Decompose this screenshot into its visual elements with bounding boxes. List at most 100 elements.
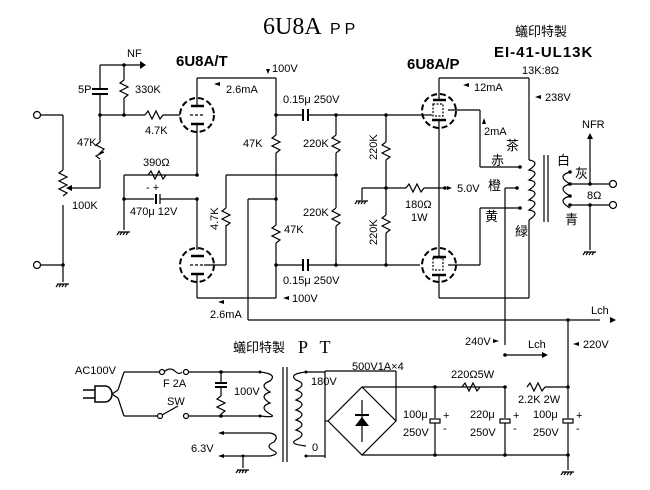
pt-maker: 蟻印特製 [233,340,285,356]
v-cathode: 5.0V [457,183,480,195]
ground-icon [116,231,130,236]
r180-value: 180Ω [405,199,432,211]
r390-value: 390Ω [143,157,170,169]
ground-icon [55,283,69,288]
opt-ratio: 13K:8Ω [522,65,559,77]
current-top: 2.6mA [226,84,258,96]
ac-plug-icon [83,385,113,403]
c2-value: 220μ [470,409,495,421]
coupling-bottom-value: 0.15μ 250V [283,275,340,287]
switch-label: SW [167,396,185,408]
power-supply: 蟻印特製 P T AC100V F 2A SW 100V [75,318,609,476]
lch-supply-label: Lch [528,339,546,351]
ac-input-label: AC100V [75,365,117,377]
c470-polarity: - + [146,182,159,194]
c3-minus: - [576,423,580,435]
pentode-top [421,93,457,129]
opt-model: EI-41-UL13K [494,44,593,61]
pt-secondary-coil [293,371,307,447]
r330k-value: 330K [135,84,161,96]
r180-watt: 1W [411,212,428,224]
current-screen: 2mA [484,126,507,138]
driver-section: 2.6mA 100V 390Ω - + 470μ 12V 4.7K [116,63,600,321]
r1-value: 220Ω5W [451,369,495,381]
c3-plus: + [576,410,582,422]
label-triode-tube: 6U8A/T [176,53,228,70]
r47k-value: 47K [77,137,97,149]
resistor-4k7 [144,109,164,121]
ground-icon [582,251,596,256]
pt-secondary-zero: 0 [312,442,318,454]
speaker-terminal-hot [608,179,618,189]
r220k-1-value: 220K [303,138,329,150]
speaker-terminal-cold [608,200,618,210]
opt-maker: 蟻印特製 [515,24,567,40]
r4k7-value: 4.7K [145,125,168,137]
wire-red: 赤 [491,154,504,169]
v-plate: 238V [545,92,571,104]
resistor-220k-4 [380,214,392,234]
r47k-top-value: 47K [243,138,263,150]
label-pentode-tube: 6U8A/P [407,56,460,73]
r220k-3-value: 220K [368,134,380,160]
volume-pot [57,169,69,197]
c1-value: 100μ [403,409,428,421]
c2-voltage: 250V [470,427,496,439]
nfr-label: NFR [582,119,605,131]
output-section: 220K 220K 220K 220K 180Ω 1W 5.0V [303,77,618,345]
heater-label: 6.3V [191,443,214,455]
resistor-330k [118,79,130,99]
resistor-47k-input [94,141,106,160]
pt-label: P T [298,337,335,357]
r47k-bottom-value: 47K [284,224,304,236]
resistor-47k-bottom [270,224,282,244]
fuse-label: F 2A [163,378,187,390]
c470-value: 470μ 12V [130,206,178,218]
nf-label: NF [127,48,142,60]
wire-orange: 橙 [488,179,501,194]
c1-minus: - [443,423,447,435]
wire-gray: 灰 [575,167,588,182]
ground-icon [560,471,574,476]
resistor-390 [147,169,167,181]
pt-primary-label: 100V [234,386,260,398]
bridge-label: 500V1A×4 [352,361,404,373]
coupling-top-value: 0.15μ 250V [283,94,340,106]
resistor-220k-1 [330,134,342,154]
r4k7-grid-value: 4.7K [209,207,221,230]
resistor-220-5w [461,381,481,393]
lch-output-label: Lch [591,305,609,317]
c5p-value: 5P [78,84,91,96]
ground-icon [235,469,249,474]
wire-green: 緑 [515,225,528,240]
c1-voltage: 250V [403,427,429,439]
c2-minus: - [513,423,517,435]
v-220: 220V [583,339,609,351]
resistor-2k2-2w [526,381,546,393]
c3-value: 100μ [533,409,558,421]
v-240: 240V [465,336,491,348]
wire-yellow: 黄 [485,210,498,225]
speaker-impedance: 8Ω [587,190,601,202]
triode-top [179,97,215,133]
input-section: 100K 5P NF 330K 4.7K 47K [32,48,180,288]
resistor-220k-2 [330,207,342,227]
fuse-icon [163,368,183,375]
c1-plus: + [443,410,449,422]
r220k-2-value: 220K [303,207,329,219]
b-plus-100v: 100V [272,63,298,75]
pt-secondary-hv: 180V [311,376,337,388]
resistor-220k-3 [380,141,392,161]
opt-secondary-coil [562,171,572,209]
power-switch[interactable] [161,405,179,416]
v-bottom-100v: 100V [292,293,318,305]
opt-primary-coil [527,159,536,221]
r220k-4-value: 220K [368,219,380,245]
resistor-47k-top [270,134,282,154]
wire-white: 白 [557,153,570,169]
wire-blue: 青 [565,213,578,228]
c2-plus: + [513,410,519,422]
wire-brown: 茶 [506,138,519,154]
r2-value: 2.2K 2W [518,394,561,406]
